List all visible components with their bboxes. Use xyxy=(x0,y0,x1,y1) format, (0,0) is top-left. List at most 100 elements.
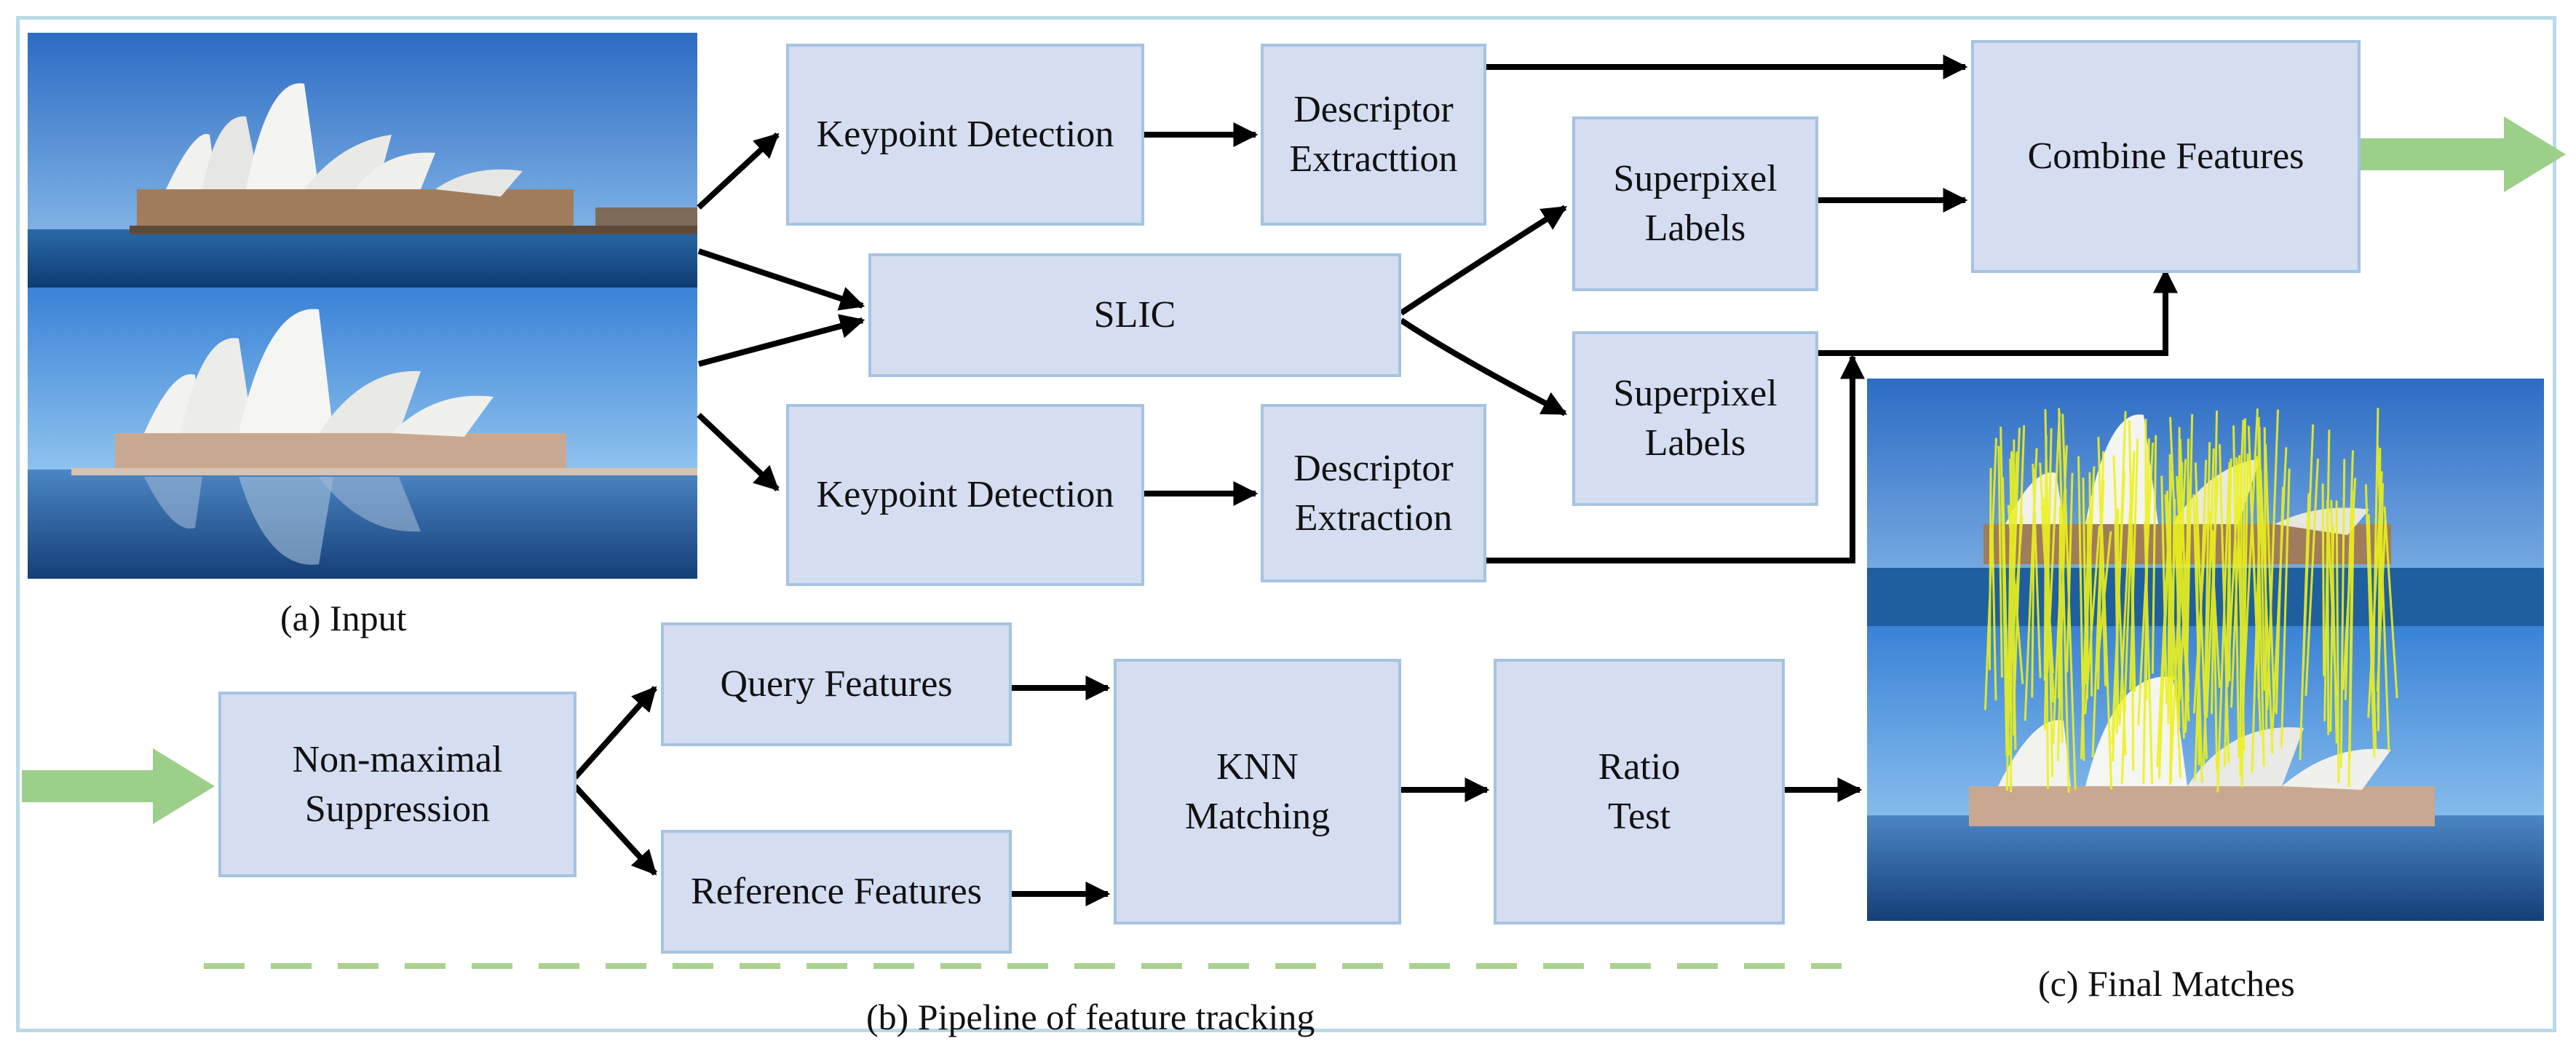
match-line xyxy=(2339,459,2346,768)
match-line xyxy=(2032,464,2042,678)
match-line xyxy=(2095,531,2112,673)
combine-features-box: Combine Features xyxy=(1971,40,2361,273)
match-line xyxy=(2321,483,2326,676)
arrow-nms-to-query xyxy=(573,686,657,780)
query-features-box: Query Features xyxy=(661,622,1012,746)
final-matches-photo xyxy=(1867,379,2544,921)
match-line xyxy=(2151,435,2157,674)
match-line xyxy=(2164,494,2175,681)
green-input-arrow xyxy=(22,748,215,824)
arrow-merge-to-combine xyxy=(1818,268,2178,356)
match-line xyxy=(2280,468,2291,748)
match-line xyxy=(2271,447,2288,732)
match-line xyxy=(2241,418,2246,684)
match-line xyxy=(2216,462,2231,793)
match-line xyxy=(2001,477,2010,756)
input-photo-top xyxy=(28,33,697,288)
match-line xyxy=(2258,427,2266,691)
match-line xyxy=(2066,472,2074,673)
keypoint-detection-bottom-box: Keypoint Detection xyxy=(786,404,1144,586)
match-line xyxy=(2142,438,2150,784)
match-line xyxy=(2156,475,2173,767)
match-line xyxy=(2006,427,2021,743)
match-line xyxy=(1991,529,1997,701)
knn-matching-box: KNN Matching xyxy=(1114,659,1401,925)
input-photo-bottom xyxy=(28,288,697,579)
match-line xyxy=(1997,446,2003,678)
match-line xyxy=(2364,484,2376,758)
non-maximal-suppression-box: Non-maximal Suppression xyxy=(218,692,576,877)
arrow-slic-to-superpixel-top xyxy=(1399,205,1567,316)
match-line xyxy=(2344,450,2354,700)
match-line xyxy=(2084,526,2101,715)
match-line xyxy=(2118,486,2133,726)
match-line xyxy=(2184,438,2189,733)
superpixel-labels-top-box: Superpixel Labels xyxy=(1572,116,1818,291)
match-line xyxy=(2376,518,2387,692)
match-line xyxy=(2299,493,2310,760)
match-line xyxy=(2128,420,2136,692)
match-line xyxy=(2091,480,2105,758)
superpixel-labels-bottom-box: Superpixel Labels xyxy=(1572,331,1818,506)
match-line xyxy=(2169,416,2185,739)
match-line xyxy=(2043,428,2053,731)
match-line xyxy=(1983,438,1998,710)
match-line xyxy=(2058,408,2070,793)
match-line xyxy=(2160,475,2168,705)
match-line xyxy=(2383,506,2398,698)
match-line xyxy=(2206,478,2219,719)
match-line xyxy=(2326,499,2330,735)
match-line xyxy=(2348,491,2355,761)
arrow-nms-to-reference xyxy=(573,784,657,876)
match-line xyxy=(2088,472,2093,697)
match-line xyxy=(2239,461,2243,777)
match-line xyxy=(2247,425,2262,736)
arrow-input-to-slic-a xyxy=(697,248,865,311)
arrow-input-to-keypoint-bottom xyxy=(697,413,780,491)
match-line xyxy=(2203,442,2211,699)
slic-box: SLIC xyxy=(868,253,1401,377)
match-line xyxy=(2377,445,2390,753)
match-line xyxy=(2264,444,2275,713)
match-line xyxy=(2128,438,2139,691)
match-line xyxy=(2044,409,2054,777)
caption-pipeline: (b) Pipeline of feature tracking xyxy=(866,997,1315,1037)
match-line xyxy=(2111,470,2126,745)
caption-input: (a) Input xyxy=(280,598,407,638)
descriptor-extraction-bottom-box: Descriptor Extraction xyxy=(1261,404,1486,582)
match-line xyxy=(2218,444,2230,763)
match-line xyxy=(2255,456,2265,767)
match-line xyxy=(2240,453,2249,788)
arrow-descriptor-bottom-to-merge xyxy=(1486,354,1865,563)
green-flow-arrows xyxy=(22,116,2566,824)
match-line xyxy=(2081,466,2096,732)
arrow-input-to-slic-b xyxy=(697,314,865,367)
reference-features-box: Reference Features xyxy=(661,830,1012,954)
keypoint-detection-top-box: Keypoint Detection xyxy=(786,44,1144,226)
figure-frame xyxy=(16,16,2556,1032)
match-line xyxy=(2242,408,2259,693)
match-line xyxy=(2000,427,2008,756)
match-line xyxy=(2266,409,2280,710)
arrow-slic-to-superpixel-bottom xyxy=(1399,317,1568,416)
match-line xyxy=(2232,425,2240,758)
match-line xyxy=(2177,462,2184,689)
match-line xyxy=(2007,504,2024,684)
ratio-test-box: Ratio Test xyxy=(1494,659,1785,925)
match-line xyxy=(2259,469,2274,754)
match-line xyxy=(2013,425,2026,711)
match-line xyxy=(2112,455,2127,756)
match-line xyxy=(2304,458,2319,696)
green-output-arrow xyxy=(2358,116,2566,192)
match-line xyxy=(2335,500,2340,783)
match-line xyxy=(2371,408,2379,709)
caption-final-matches: (c) Final Matches xyxy=(2038,963,2295,1004)
match-line xyxy=(2329,526,2335,732)
match-line xyxy=(2192,524,2208,714)
descriptor-extraction-top-box: Descriptor Extracttion xyxy=(1261,44,1486,226)
match-line xyxy=(2195,501,2200,766)
match-line xyxy=(2058,506,2064,743)
match-line xyxy=(2099,502,2113,790)
arrow-input-to-keypoint-top xyxy=(697,132,780,210)
